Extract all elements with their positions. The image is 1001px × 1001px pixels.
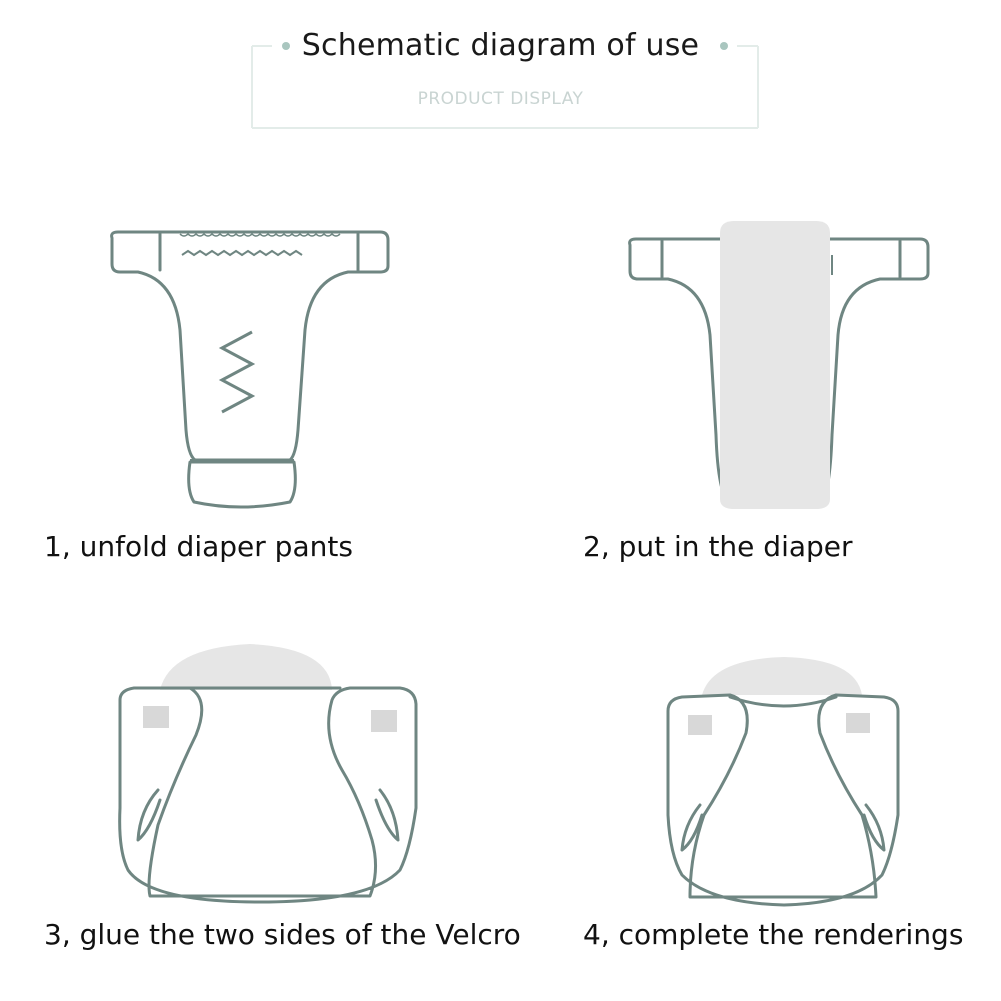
header-frame (251, 42, 759, 129)
step-2-caption: 2, put in the diaper (583, 530, 853, 563)
step-4-caption: 4, complete the renderings (583, 918, 964, 951)
page-title: Schematic diagram of use (301, 28, 700, 63)
page-subtitle: PRODUCT DISPLAY (417, 89, 584, 109)
unfolded-diaper-icon (110, 230, 390, 509)
step-3-caption: 3, glue the two sides of the Velcro (44, 918, 521, 951)
right-dot-icon (720, 42, 728, 50)
diaper-velcro-icon (118, 644, 418, 904)
diaper-with-insert-icon (628, 221, 930, 509)
right-velcro-tab (846, 713, 870, 733)
left-velcro-tab (143, 706, 169, 728)
right-velcro-tab (371, 710, 397, 732)
header: Schematic diagram of use PRODUCT DISPLAY (0, 0, 1001, 150)
finished-diaper-icon (666, 657, 900, 907)
step-1-caption: 1, unfold diaper pants (44, 530, 353, 563)
left-dot-icon (282, 42, 290, 50)
left-velcro-tab (688, 715, 712, 735)
